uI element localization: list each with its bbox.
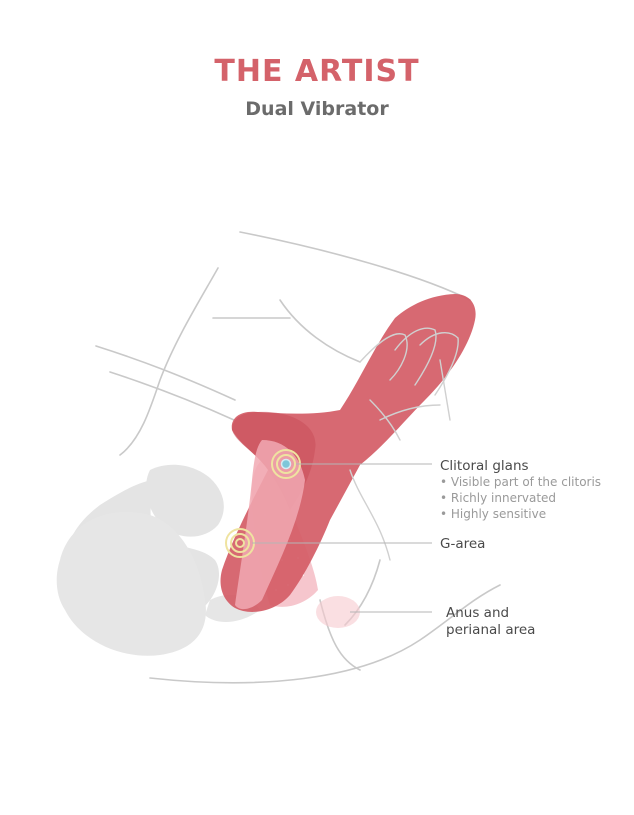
anus-label: Anus and perianal area <box>446 605 556 639</box>
garea-heading: G-area <box>440 536 486 552</box>
hand-outline <box>349 327 459 561</box>
anus-line-1: Anus and <box>446 605 510 621</box>
clitoral-bullet: • Richly innervated <box>440 491 557 505</box>
page-title: THE ARTIST <box>214 54 420 89</box>
g-area-label: G-area <box>440 536 485 552</box>
body-outline <box>95 231 501 684</box>
clitoral-glans-label: Clitoral glans • Visible part of the cli… <box>440 458 601 522</box>
clitoral-bullet: • Highly sensitive <box>440 507 547 521</box>
page-subtitle: Dual Vibrator <box>245 98 389 120</box>
clitoral-bullet: • Visible part of the clitoris <box>440 475 602 489</box>
anus-glow <box>316 596 360 628</box>
anus-line-2: perianal area <box>446 622 536 638</box>
pelvic-cross-section <box>56 464 260 656</box>
clitoral-heading: Clitoral glans <box>440 458 529 474</box>
dual-vibrator <box>220 294 476 612</box>
leader-lines <box>252 463 432 613</box>
clitoral-pulse-icon <box>271 449 301 479</box>
